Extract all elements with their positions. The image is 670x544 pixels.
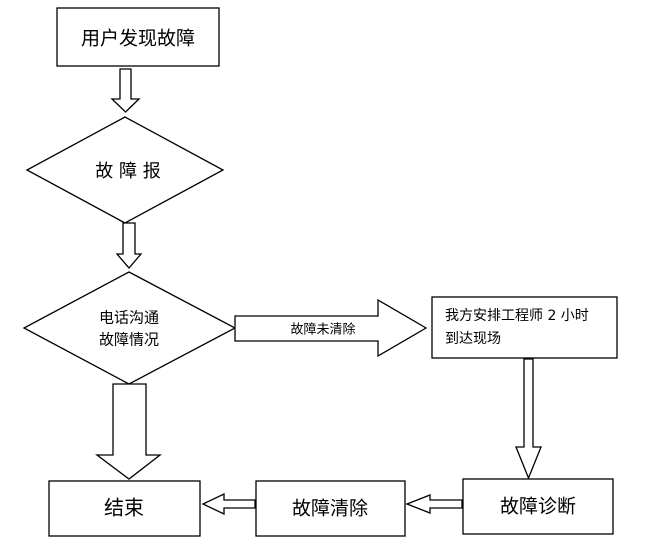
diagnose-label: 故障诊断: [500, 496, 576, 518]
down-arrow-report-to-phone: [115, 222, 143, 269]
dispatch-label-line1: 我方安排工程师 2 小时: [445, 308, 589, 324]
down-arrow-start-to-report: [110, 68, 141, 113]
cleared-box: [255, 480, 406, 537]
diagnose-box: [462, 478, 614, 535]
end-label: 结束: [104, 496, 144, 520]
left-arrow-cleared-to-end: [201, 492, 256, 516]
end-box: [48, 480, 201, 537]
down-arrow-dispatch-to-diagnose: [515, 358, 542, 480]
cleared-label: 故障清除: [292, 498, 368, 520]
start-label: 用户发现故障: [81, 28, 195, 50]
left-arrow-diagnose-to-cleared: [405, 494, 463, 514]
dispatch-label-line2: 到达现场: [445, 331, 501, 347]
start-box: [56, 7, 220, 67]
phone-check-diamond: [22, 271, 237, 385]
dispatch-box: [431, 296, 618, 359]
right-arrow-phone-to-dispatch: [234, 298, 428, 358]
phone-check-label-line2: 故障情况: [99, 331, 159, 349]
phone-to-dispatch-edge-label: 故障未清除: [290, 323, 355, 338]
phone-check-label-line1: 电话沟通: [99, 309, 159, 327]
down-arrow-phone-to-end: [95, 383, 162, 480]
report-label: 故 障 报: [95, 161, 160, 182]
